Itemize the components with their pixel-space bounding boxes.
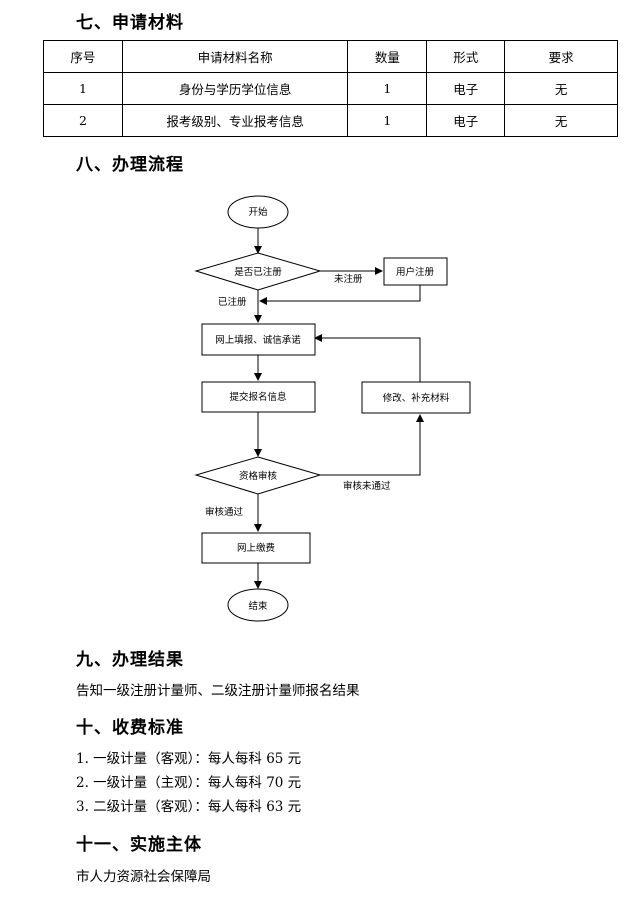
submit-info-label: 提交报名信息 (229, 391, 286, 403)
arrow-review-fail (320, 414, 424, 476)
user-register-node (383, 257, 448, 286)
modify-label: 修改、补充材料 (383, 392, 450, 404)
column-header: 要求 (504, 40, 618, 73)
submit-info-node (201, 381, 316, 413)
table-cell: 身份与学历学位信息 (121, 72, 349, 105)
materials-table: 序号 申请材料名称 数量 形式 要求 1 身份与学历学位信息 1 电子 无 2 … (43, 40, 618, 137)
table-cell: 2 (43, 104, 123, 137)
registered-check-node (194, 252, 322, 291)
arrow-modify-back (314, 334, 421, 382)
pay-online-node (201, 532, 311, 564)
fill-online-label: 网上填报、诚信承诺 (215, 334, 301, 346)
table-cell: 报考级别、专业报考信息 (121, 104, 349, 137)
column-header: 序号 (43, 40, 123, 73)
fee-item: 2. 一级计量（主观）：每人每科 70 元 (76, 775, 302, 791)
table-header-row: 序号 申请材料名称 数量 形式 要求 (43, 40, 618, 73)
table-cell: 无 (504, 72, 618, 105)
user-register-label: 用户注册 (396, 266, 435, 278)
fill-online-node (201, 323, 316, 356)
review-label: 资格审核 (239, 470, 278, 482)
not-registered-label: 未注册 (334, 273, 363, 285)
registered-check-label: 是否已注册 (234, 266, 282, 278)
table-cell: 电子 (426, 72, 506, 105)
table-row: 2 报考级别、专业报考信息 1 电子 无 (43, 104, 618, 137)
result-heading: 九、办理结果 (76, 650, 184, 670)
fee-item: 3. 二级计量（客观）：每人每科 63 元 (76, 799, 302, 815)
modify-node (361, 381, 471, 414)
review-node (194, 456, 322, 495)
fee-heading: 十、收费标准 (76, 718, 184, 738)
table-cell: 1 (43, 72, 123, 105)
process-flowchart: 开始 是否已注册 用户注册 网上填报、诚信承诺 提交报名信息 修改、补充材料 资… (194, 195, 471, 622)
table-cell: 1 (347, 104, 428, 137)
start-node (227, 195, 289, 229)
arrow-register-back (259, 285, 421, 305)
process-heading: 八、办理流程 (76, 155, 184, 175)
pay-online-label: 网上缴费 (237, 542, 275, 554)
table-row: 1 身份与学历学位信息 1 电子 无 (43, 72, 618, 105)
registered-label: 已注册 (218, 296, 247, 308)
end-label: 结束 (248, 600, 268, 612)
review-fail-label: 审核未通过 (343, 480, 391, 492)
implementing-body-heading: 十一、实施主体 (76, 835, 202, 855)
table-cell: 电子 (426, 104, 506, 137)
implementing-body-text: 市人力资源社会保障局 (76, 869, 211, 885)
materials-heading: 七、申请材料 (76, 13, 184, 33)
column-header: 形式 (426, 40, 506, 73)
result-text: 告知一级注册计量师、二级注册计量师报名结果 (76, 683, 360, 699)
review-pass-label: 审核通过 (205, 506, 244, 518)
table-cell: 无 (504, 104, 618, 137)
fee-item: 1. 一级计量（客观）：每人每科 65 元 (76, 751, 302, 767)
start-label: 开始 (248, 206, 268, 218)
end-node (227, 588, 289, 622)
column-header: 数量 (347, 40, 428, 73)
column-header: 申请材料名称 (121, 40, 349, 73)
table-cell: 1 (347, 72, 428, 105)
